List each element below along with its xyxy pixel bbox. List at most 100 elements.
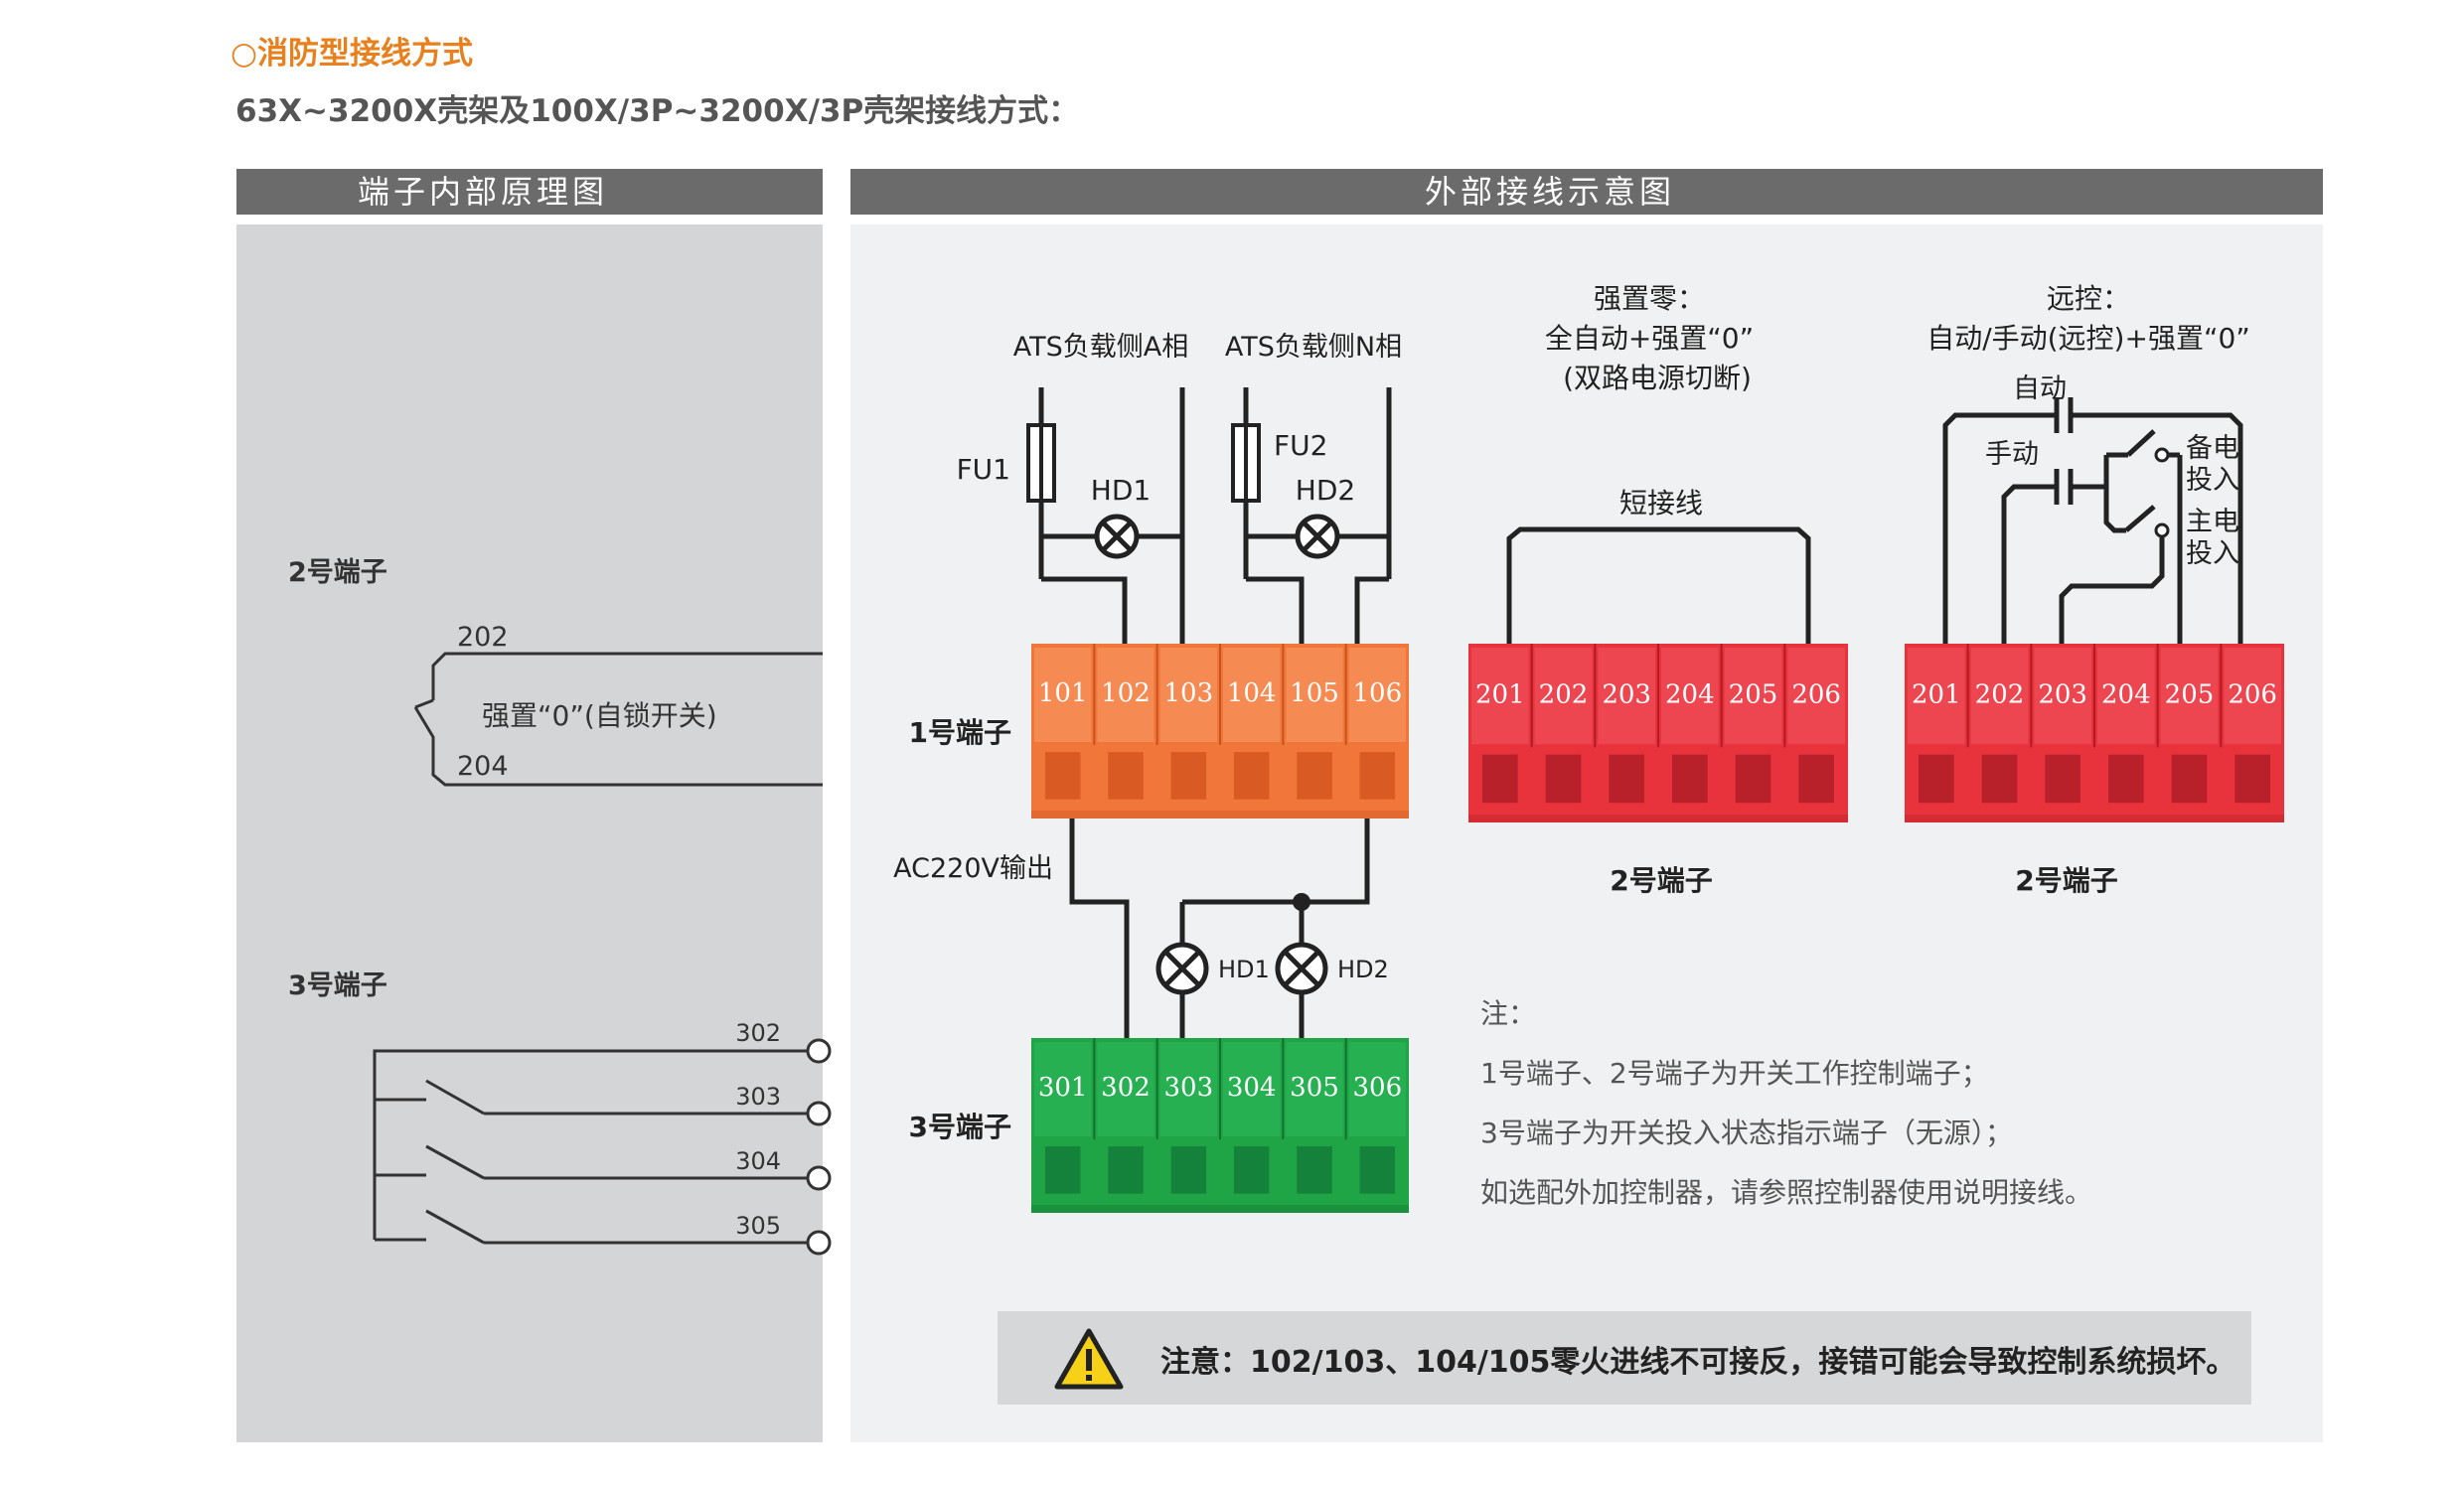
remote-control-wiring xyxy=(1942,397,2243,644)
manual-label: 手动 xyxy=(1985,439,2039,470)
short-wire xyxy=(1506,526,1811,644)
status-contacts-schematic xyxy=(373,1038,832,1256)
terminal-cell xyxy=(1787,648,1845,745)
terminal-screw-hole xyxy=(1981,754,2018,804)
indicator-lamp-hd2-icon xyxy=(1295,514,1340,559)
remote-title: 远控： xyxy=(2047,282,2130,315)
short-wire-label: 短接线 xyxy=(1619,487,1703,520)
terminal-pin-label: 206 xyxy=(1791,679,1841,709)
left-panel xyxy=(236,224,823,1442)
remote-mode: 自动/手动(远控)+强置“0” xyxy=(1926,322,2250,355)
main-power-label-2: 投入 xyxy=(2186,538,2239,569)
terminal-cell xyxy=(2160,648,2219,745)
warning-text: 注意：102/103、104/105零火进线不可接反，接错可能会导致控制系统损坏… xyxy=(1160,1345,2235,1380)
terminal-pin-label: 105 xyxy=(1290,678,1339,708)
terminal-cell xyxy=(2224,648,2281,745)
terminal-cell xyxy=(1223,648,1281,743)
page-subtitle: 63X~3200X壳架及100X/3P~3200X/3P壳架接线方式： xyxy=(235,93,1079,129)
terminal-screw-hole xyxy=(1297,1146,1332,1194)
backup-power-label-2: 投入 xyxy=(2186,465,2239,496)
terminal-cell xyxy=(1097,648,1155,743)
terminal-pin-label: 305 xyxy=(1290,1073,1339,1103)
terminal-screw-hole xyxy=(1919,754,1954,804)
fuse-fu1-icon xyxy=(1026,423,1056,503)
terminal-cell xyxy=(1286,1042,1343,1137)
terminal-cell xyxy=(1970,648,2029,745)
warning-bar xyxy=(998,1311,2251,1405)
terminal-pin-label: 203 xyxy=(2038,679,2087,709)
hd2-output-label: HD2 xyxy=(1337,956,1389,983)
terminal-cell xyxy=(2034,648,2091,745)
terminal-pin-label: 306 xyxy=(1353,1073,1403,1103)
left-panel-header-bar xyxy=(236,169,823,215)
label-302: 302 xyxy=(735,1019,781,1047)
hd1-label: HD1 xyxy=(1091,474,1151,507)
right-panel xyxy=(850,224,2323,1442)
label-303: 303 xyxy=(735,1083,781,1111)
terminal-cell xyxy=(1223,1042,1281,1137)
terminal-pin-label: 102 xyxy=(1101,678,1151,708)
terminal-screw-hole xyxy=(1482,754,1518,804)
terminal-pin-label: 106 xyxy=(1353,678,1403,708)
terminal-screw-hole xyxy=(1233,1146,1270,1194)
terminal-pin-label: 304 xyxy=(1227,1073,1277,1103)
terminal-cell xyxy=(1097,1042,1155,1137)
left-terminal3-title: 3号端子 xyxy=(288,970,387,1001)
ats-n-phase-label: ATS负载侧N相 xyxy=(1225,332,1402,363)
indicator-lamp-hd2-output-icon xyxy=(1275,942,1328,995)
terminal-cell xyxy=(1471,648,1529,745)
terminal-screw-hole xyxy=(1170,752,1207,800)
label-204: 204 xyxy=(457,751,509,782)
terminal-pin-label: 301 xyxy=(1038,1073,1088,1103)
left-panel-header: 端子内部原理图 xyxy=(358,173,608,211)
terminal-screw-hole xyxy=(1545,754,1582,804)
terminal-screw-hole xyxy=(1108,752,1144,800)
terminal-cell xyxy=(1724,648,1782,745)
terminal-pin-label: 202 xyxy=(1539,679,1589,709)
ac220v-output-label: AC220V输出 xyxy=(893,853,1053,884)
terminal-cell xyxy=(1348,1042,1406,1137)
terminal-screw-hole xyxy=(1170,1146,1207,1194)
terminal-screw-hole xyxy=(1735,754,1771,804)
backup-power-label-1: 备电 xyxy=(2186,433,2239,464)
fuse-fu2-icon xyxy=(1231,423,1261,503)
self-lock-switch-schematic xyxy=(413,652,823,787)
label-304: 304 xyxy=(735,1147,781,1175)
terminal-screw-hole xyxy=(2171,754,2208,804)
left-terminal2-title: 2号端子 xyxy=(288,557,387,588)
terminal-cell xyxy=(1159,648,1217,743)
terminal-cell xyxy=(1034,648,1092,743)
terminal1-label: 1号端子 xyxy=(909,716,1011,749)
terminal-pin-label: 203 xyxy=(1602,679,1651,709)
terminal-cell xyxy=(1534,648,1593,745)
terminal-pin-label: 204 xyxy=(2101,679,2151,709)
terminal-screw-hole xyxy=(2108,754,2144,804)
terminal-cell xyxy=(1908,648,1965,745)
terminal-cell xyxy=(1034,1042,1092,1137)
warning-triangle-icon xyxy=(1054,1328,1124,1390)
terminal-cell xyxy=(1159,1042,1217,1137)
terminal-screw-hole xyxy=(1672,754,1708,804)
terminal-cell xyxy=(1598,648,1655,745)
label-305: 305 xyxy=(735,1212,781,1240)
force-zero-mode: 全自动+强置“0” xyxy=(1545,322,1754,355)
terminal-pin-label: 101 xyxy=(1038,678,1088,708)
terminal-pin-label: 103 xyxy=(1164,678,1214,708)
terminal-pin-label: 205 xyxy=(1729,679,1778,709)
note-line-3: 如选配外加控制器，请参照控制器使用说明接线。 xyxy=(1480,1176,2092,1209)
terminal2-force-zero-label: 2号端子 xyxy=(1610,864,1712,897)
terminal-pin-label: 302 xyxy=(1101,1073,1151,1103)
force-zero-title: 强置零： xyxy=(1594,282,1705,315)
terminal-screw-hole xyxy=(2234,754,2270,804)
terminal-pin-label: 202 xyxy=(1975,679,2025,709)
note-title: 注： xyxy=(1480,997,1536,1030)
fu1-label: FU1 xyxy=(957,453,1010,486)
terminal-screw-hole xyxy=(1108,1146,1144,1194)
indicator-lamp-hd1-icon xyxy=(1094,514,1140,559)
force-zero-note: (双路电源切断) xyxy=(1563,362,1752,394)
